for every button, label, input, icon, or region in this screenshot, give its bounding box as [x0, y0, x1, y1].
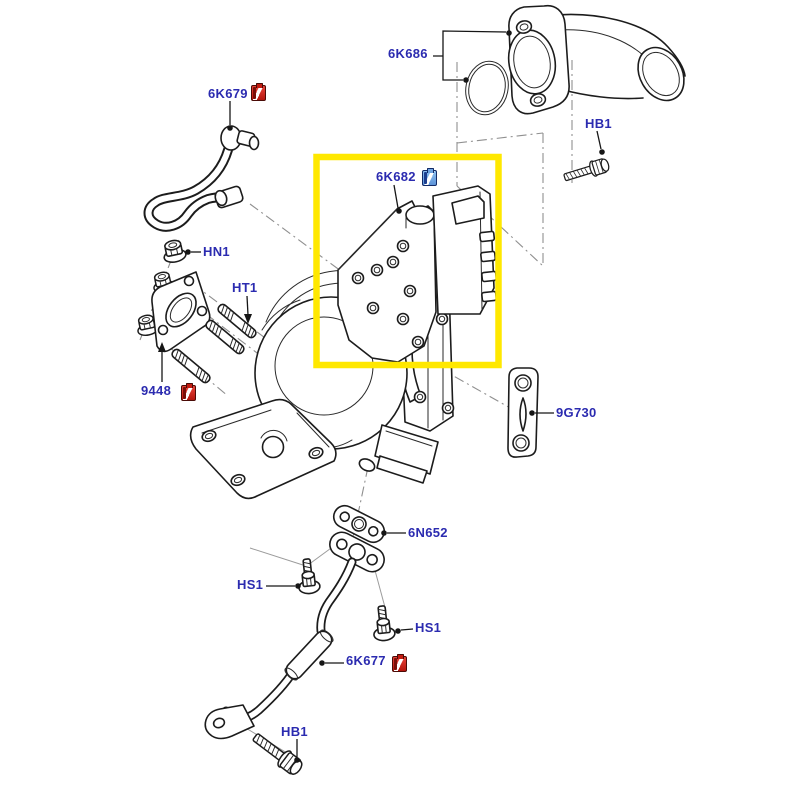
red-flag-icon[interactable] [251, 83, 266, 101]
callout-hs1-right[interactable]: HS1 [415, 620, 442, 635]
part-gasket-9g730[interactable] [507, 367, 539, 458]
part-oil-return-pipe-6k677[interactable] [204, 528, 388, 740]
part-gasket-6n652[interactable] [330, 502, 388, 546]
callout-ht1[interactable]: HT1 [232, 280, 258, 295]
callout-hs1-left[interactable]: HS1 [237, 577, 264, 592]
callout-6k682[interactable]: 6K682 [376, 169, 416, 184]
selection-highlight-box [313, 153, 502, 369]
leader-lines [158, 30, 605, 763]
callout-6k686[interactable]: 6K686 [388, 46, 428, 61]
part-o-ring-6k686[interactable] [461, 57, 513, 119]
callout-9g730[interactable]: 9G730 [556, 405, 597, 420]
part-intake-elbow-6k686[interactable] [504, 4, 693, 115]
callout-6k677[interactable]: 6K677 [346, 653, 386, 668]
turbo-oil-drain-stub [358, 458, 376, 472]
callout-6n652[interactable]: 6N652 [408, 525, 448, 540]
callout-9448[interactable]: 9448 [141, 383, 172, 398]
part-nut-hn1[interactable] [160, 237, 188, 265]
part-oil-feed-pipe-6k679[interactable] [143, 125, 260, 232]
part-bolt-hb1-top[interactable] [561, 156, 612, 186]
red-flag-icon[interactable] [181, 383, 196, 401]
actuator-module [432, 185, 498, 315]
part-bolt-hs1-right[interactable] [370, 604, 397, 643]
return-pipe-flange [329, 531, 385, 573]
callout-6k679[interactable]: 6K679 [208, 86, 248, 101]
turbo-exhaust-flange [189, 398, 337, 500]
callout-hb1-top[interactable]: HB1 [585, 116, 612, 131]
callout-hb1-bottom[interactable]: HB1 [281, 724, 308, 739]
callout-hn1[interactable]: HN1 [203, 244, 230, 259]
part-actuator-6k682[interactable] [337, 185, 498, 363]
blue-flag-icon[interactable] [422, 168, 437, 186]
red-flag-icon[interactable] [392, 654, 407, 672]
turbo-outlet-flange [374, 424, 439, 484]
return-pipe-sleeve [284, 629, 334, 681]
actuator-bolt-bosses [351, 239, 425, 349]
